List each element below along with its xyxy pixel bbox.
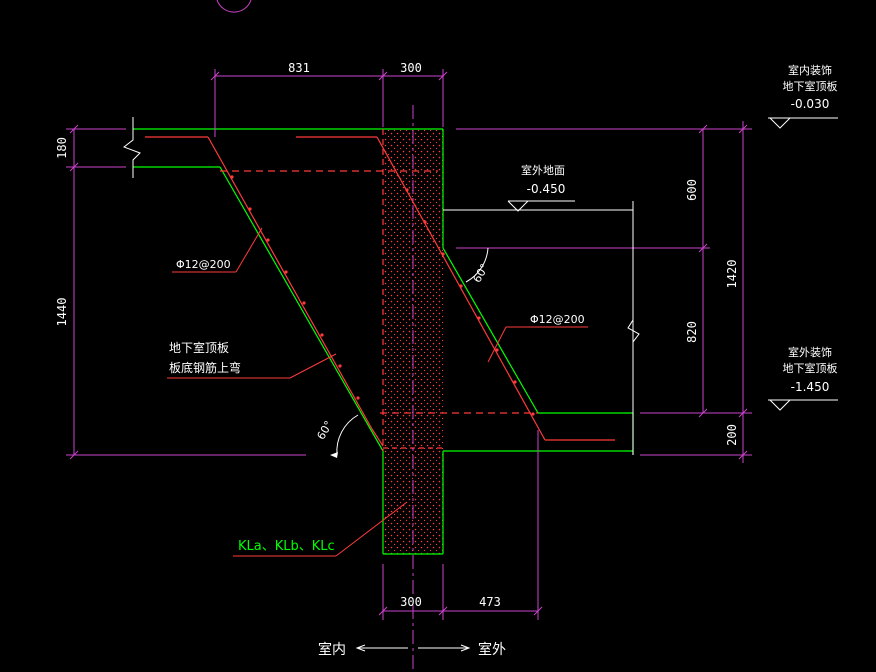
level-outdoor-line1: 室外地面 xyxy=(521,163,565,177)
detail-marker-circle xyxy=(216,0,252,13)
level-outdoor-value: -0.450 xyxy=(527,182,566,196)
angle-label-right: 60° xyxy=(470,262,491,285)
direction-arrows xyxy=(355,644,471,652)
rebar-slope-right xyxy=(376,136,546,441)
level-top-value: -0.030 xyxy=(791,97,830,111)
leader-lines xyxy=(167,227,588,557)
break-symbol-left xyxy=(122,117,141,178)
break-symbol-right xyxy=(627,319,640,343)
slab-slope-left xyxy=(219,166,384,452)
dim-left-lower: 1440 xyxy=(55,298,69,327)
dim-right-1420: 1420 xyxy=(725,260,739,289)
note-line1: 地下室顶板 xyxy=(169,340,229,355)
dim-right-600: 600 xyxy=(685,179,699,201)
angle-arc-left xyxy=(336,414,359,456)
level-lower-value: -1.450 xyxy=(791,380,830,394)
dim-top-left: 831 xyxy=(288,61,310,75)
level-lower-line2: 地下室顶板 xyxy=(783,361,838,375)
rebar-dots xyxy=(230,175,535,416)
dimension-lines xyxy=(66,69,752,620)
dim-left-upper: 180 xyxy=(55,137,69,159)
outdoor-label: 室外 xyxy=(478,641,506,658)
rebar-slope-left xyxy=(207,136,373,430)
dim-right-200: 200 xyxy=(725,424,739,446)
dim-top-right: 300 xyxy=(400,61,422,75)
level-markers xyxy=(507,117,838,411)
rebar-slope-left-end xyxy=(371,428,384,447)
rebar-label-right: Φ12@200 xyxy=(530,313,585,326)
note-line2: 板底钢筋上弯 xyxy=(169,360,241,375)
angle-arrow-left xyxy=(330,452,338,458)
level-top-line2: 地下室顶板 xyxy=(783,79,838,93)
rebar-label-left: Φ12@200 xyxy=(176,258,231,271)
slab-slope-right xyxy=(442,247,539,414)
angle-arc-right xyxy=(465,247,489,283)
angle-label-left: 60° xyxy=(314,419,335,442)
indoor-label: 室内 xyxy=(318,641,346,658)
beam-label: KLa、KLb、KLc xyxy=(238,539,335,554)
rebars xyxy=(145,129,615,451)
level-top-line1: 室内装饰 xyxy=(788,63,832,77)
dim-bottom-right: 473 xyxy=(479,595,501,609)
level-lower-line1: 室外装饰 xyxy=(788,345,832,359)
dim-bottom-wall: 300 xyxy=(400,595,422,609)
dim-right-820: 820 xyxy=(685,321,699,343)
